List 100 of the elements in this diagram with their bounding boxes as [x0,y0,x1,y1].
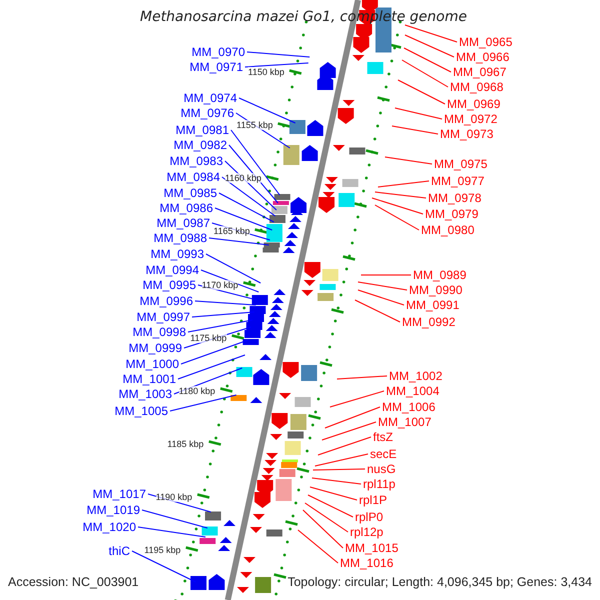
gene-label: MM_0998 [132,325,186,339]
gene-label: MM_0970 [192,45,245,59]
leader-line [230,130,280,196]
gene-label: MM_1016 [340,556,394,570]
gene-label: MM_0967 [453,65,506,79]
gene-label: rplP0 [355,510,384,524]
gene-label: MM_0993 [150,247,204,261]
gene-label: MM_0994 [146,263,199,277]
gene-label: MM_0988 [154,231,207,245]
gene-label: MM_0990 [409,283,462,297]
leader-line [142,510,208,528]
gene-label: ftsZ [373,430,393,444]
scale-label: 1170 kbp [202,280,238,290]
leader-line [298,530,338,564]
gene-label: MM_1006 [382,400,436,414]
gene-label: MM_0984 [166,170,220,184]
gene-label: MM_1000 [126,357,179,371]
leader-line [312,468,366,470]
gene-label: MM_0997 [136,310,190,324]
gene-label: MM_0986 [160,201,213,215]
leader-line [192,312,255,318]
gene-label: MM_0987 [156,216,210,230]
scale-label: 1190 kbp [156,492,192,502]
gene-label: MM_1004 [386,384,440,398]
gene-label: MM_0973 [440,127,494,141]
gene-label: MM_1005 [114,404,168,418]
leader-line [322,422,376,440]
leader-line [374,204,420,230]
leader-line [208,238,270,246]
leader-line [302,510,344,548]
leader-line [378,180,430,188]
gene-label: MM_0978 [428,191,482,205]
gene-label: MM_0991 [406,298,460,312]
gene-label: nusG [367,462,396,476]
gene-label: MM_0985 [164,186,217,200]
gene-label: MM_0989 [413,268,466,282]
leader-line [132,550,196,582]
leader-line [374,192,426,198]
leader-line [402,60,448,88]
gene-label: MM_0977 [431,174,484,188]
gene-label: MM_0983 [170,154,223,168]
leader-line [222,176,276,216]
gene-label: MM_0966 [456,50,510,64]
gene-label: MM_0996 [140,294,193,308]
leader-line [214,208,273,230]
gene-label: MM_1020 [82,520,136,534]
leader-line [310,486,358,500]
gene-label: MM_0971 [190,60,243,74]
leader-line [318,436,372,456]
leader-line [188,320,254,332]
info-text: Accession: NC_003901 [8,575,139,590]
leader-line [398,80,446,104]
leader-line [404,48,452,72]
info-text: Topology: circular; Length: 4,096,345 bp; Genes: 3,434 [288,575,592,590]
gene-label: MM_0969 [447,97,500,111]
leader-line [138,526,206,538]
leader-line [336,376,388,380]
leader-line [358,290,404,306]
leader-line [384,156,432,164]
gene-label: MM_0968 [450,80,504,94]
leader-line [218,192,274,222]
gene-label: MM_1019 [86,503,140,517]
leader-line [354,300,400,322]
leader-line [206,254,262,284]
leader-line [244,62,309,68]
scale-label: 1180 kbp [178,386,216,396]
gene-label: MM_1003 [118,387,172,401]
leader-line [178,354,246,380]
gene-label: MM_0999 [128,341,182,355]
map-title: Methanosarcina mazei Go1, complete genome [140,9,467,25]
gene-label: MM_0980 [421,223,474,237]
leader-line [246,52,310,58]
leader-line [404,24,458,42]
scale-label: 1195 kbp [144,545,181,555]
gene-label: MM_0982 [174,138,227,152]
gene-label: MM_0974 [184,91,237,105]
scale-label: 1150 kbp [248,67,284,77]
gene-label: MM_0975 [434,157,488,171]
gene-label: MM_1001 [122,372,176,386]
leader-line [394,108,442,120]
leader-line [194,300,256,306]
gene-label: MM_0992 [402,315,456,329]
leader-line [404,34,454,58]
gene-label: MM_0976 [180,106,234,120]
gene-label: MM_0979 [425,207,478,221]
gene-label: MM_0995 [142,278,196,292]
leader-line [238,98,296,124]
gene-label: MM_1007 [378,415,432,429]
scale-label: 1175 kbp [190,333,227,343]
leader-line [180,340,249,364]
leader-line [360,274,412,276]
gene-label: MM_0965 [459,35,512,49]
leader-line [372,198,424,214]
leader-line [308,494,354,518]
gene-label: MM_1002 [389,369,442,383]
leader-line [170,394,237,412]
scale-label: 1160 kbp [225,173,262,183]
gene-label: MM_1015 [345,541,398,555]
gene-label: rpl12p [350,525,384,539]
leader-line [324,406,380,428]
